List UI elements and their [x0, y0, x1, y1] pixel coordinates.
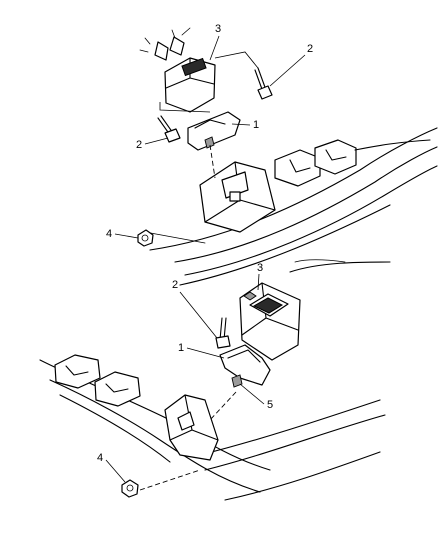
callout-label: 1: [178, 342, 184, 354]
callout-label: 2: [172, 279, 178, 291]
bottom-engine-mount-lower: [219, 344, 271, 388]
callout-label: 4: [106, 228, 112, 240]
top-engine-mount-upper: [139, 27, 216, 113]
top-engine-mount-lower: [187, 111, 241, 151]
bottom-cross-member: [54, 354, 141, 407]
callout-bottom-1: 1: [178, 342, 225, 359]
callout-top-2-left: 2: [136, 137, 169, 151]
callout-label: 2: [307, 43, 313, 55]
bottom-nut: [121, 479, 139, 498]
callout-bottom-5: 5: [239, 383, 273, 411]
bottom-engine-mount-upper: [239, 282, 301, 361]
callout-bottom-2: 2: [172, 279, 218, 339]
callout-bottom-4: 4: [97, 452, 126, 483]
callout-label: 5: [267, 399, 273, 411]
bottom-frame-bracket: [164, 394, 219, 461]
bottom-assembly-guides: [139, 391, 237, 491]
top-frame-bracket: [199, 161, 276, 233]
callout-label: 3: [215, 23, 221, 35]
callout-label: 2: [136, 139, 142, 151]
bottom-bolt: [215, 317, 231, 349]
top-frame-rail: [144, 127, 438, 286]
top-assembly-guides: [159, 51, 259, 179]
callout-label: 1: [253, 119, 259, 131]
callout-label: 3: [257, 262, 263, 274]
callout-top-3: 3: [209, 23, 221, 61]
callout-bottom-3: 3: [257, 262, 263, 291]
callout-top-4: 4: [106, 228, 139, 240]
top-nut: [137, 229, 154, 247]
callout-top-1: 1: [231, 119, 259, 131]
top-bolt-right: [254, 67, 273, 100]
callout-label: 4: [97, 452, 103, 464]
top-bolt-left: [157, 115, 181, 143]
callout-top-2-right: 2: [269, 43, 313, 87]
top-cross-member: [274, 139, 431, 187]
